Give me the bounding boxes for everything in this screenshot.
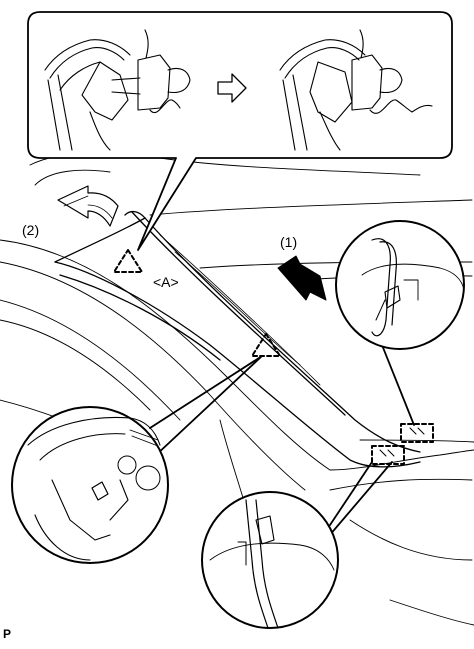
clip-marker-triangle-icon	[251, 333, 281, 357]
clip-marker-box-icon	[371, 445, 405, 465]
vehicle-body-outline	[0, 152, 474, 626]
clip-detail-before	[44, 29, 191, 151]
clip-marker-triangle-icon	[113, 249, 143, 273]
step-2-label: (2)	[22, 222, 39, 238]
clip-detail-circle-top-right	[335, 220, 465, 426]
clip-detail-after	[279, 29, 433, 151]
clip-marker-box-icon	[400, 423, 434, 443]
clip-detail-circle-bottom-left	[11, 355, 263, 564]
clip-a-label: <A>	[153, 274, 179, 290]
top-callout-frame	[27, 11, 453, 251]
push-arrow-icon	[277, 255, 327, 301]
transition-arrow-icon	[217, 73, 247, 103]
step-1-label: (1)	[280, 234, 297, 250]
figure-code-label: P	[3, 627, 11, 641]
clip-detail-circle-bottom-right	[201, 461, 393, 629]
pull-arrow-icon	[57, 185, 119, 227]
